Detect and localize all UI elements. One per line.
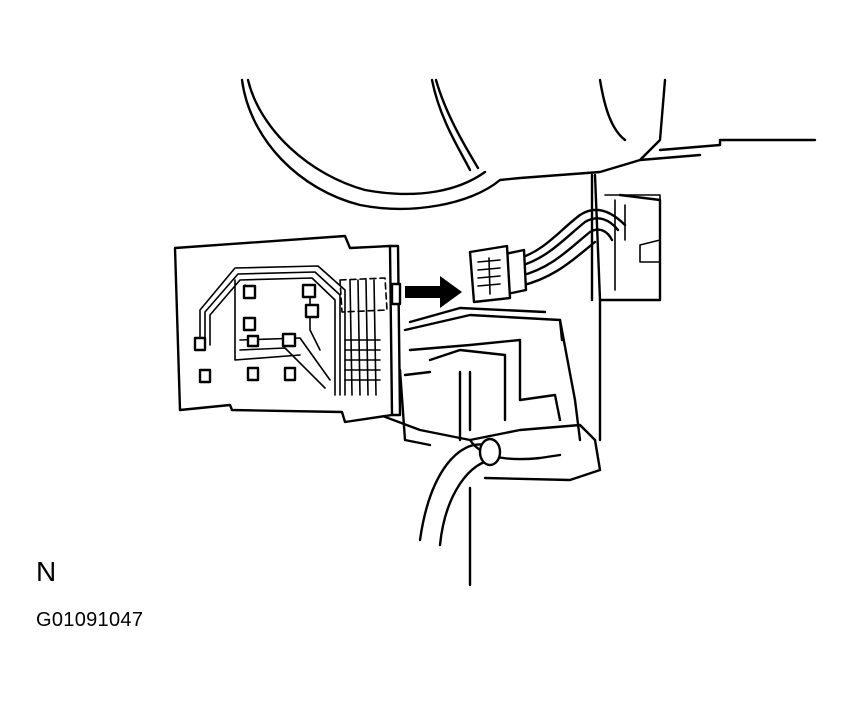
- view-label: N: [36, 556, 57, 587]
- junction-block: [173, 234, 402, 424]
- dashboard-outline: [240, 78, 817, 210]
- dash-panel: [590, 173, 662, 442]
- figure-code: G01091047: [36, 609, 144, 631]
- removal-arrow: [405, 276, 462, 308]
- wiring-harness: [418, 437, 502, 587]
- harness-connector: [468, 208, 627, 304]
